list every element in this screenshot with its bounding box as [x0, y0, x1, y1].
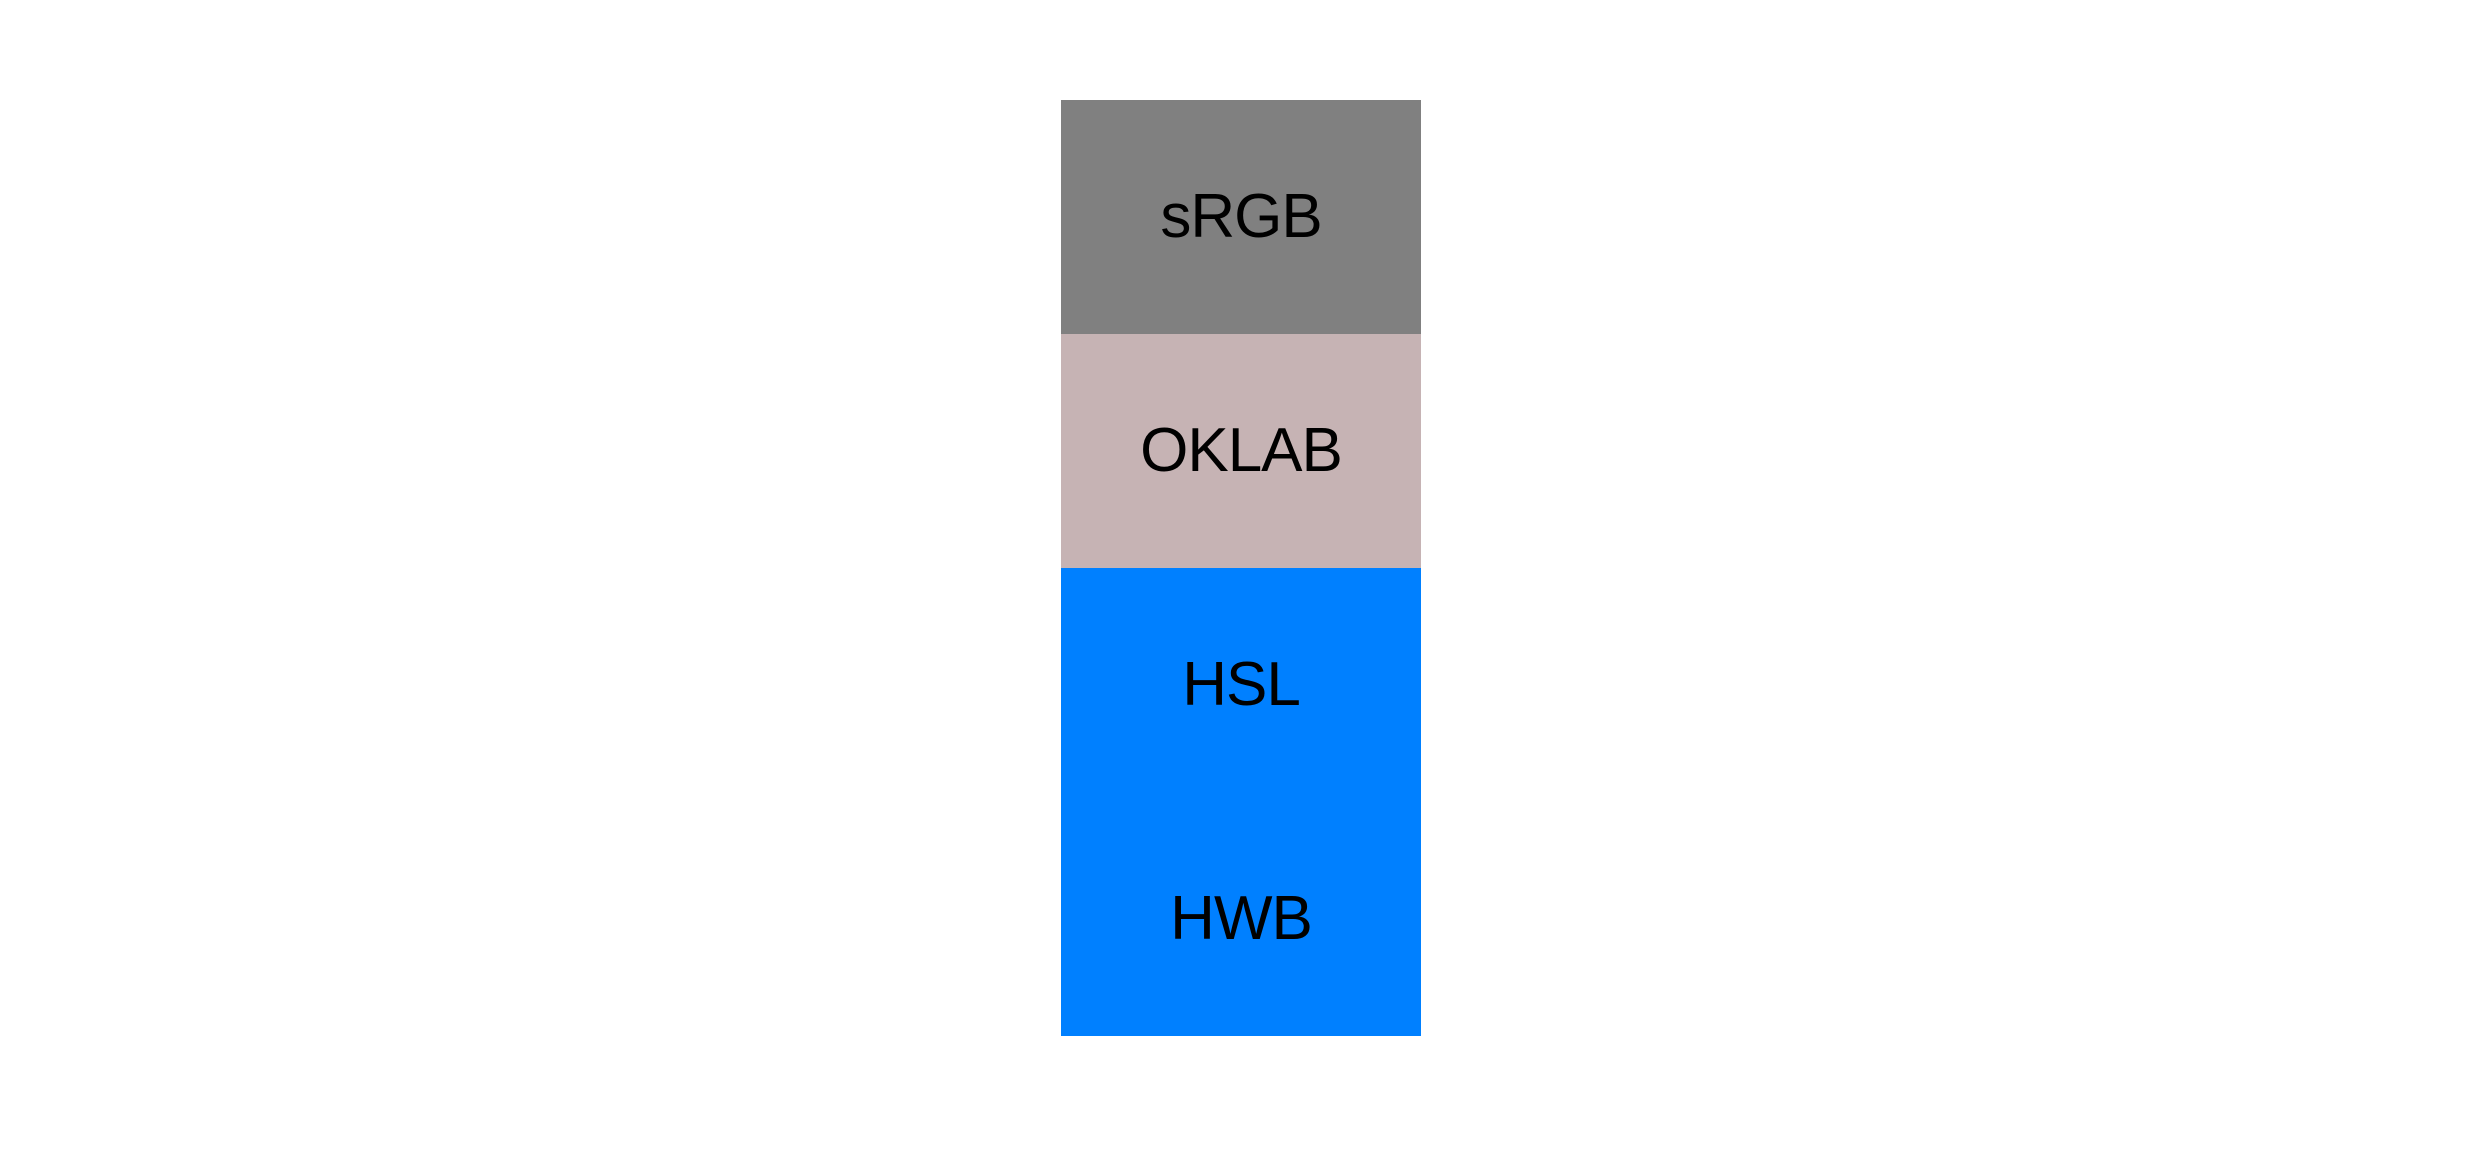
swatch-srgb-label: sRGB [1160, 182, 1322, 251]
swatch-srgb: sRGB [1061, 100, 1421, 334]
color-space-swatch-stack: sRGB OKLAB HSL HWB [1061, 100, 1421, 1036]
swatch-hsl-label: HSL [1182, 650, 1301, 719]
swatch-hwb: HWB [1061, 802, 1421, 1036]
swatch-oklab-label: OKLAB [1140, 416, 1343, 485]
swatch-oklab: OKLAB [1061, 334, 1421, 568]
swatch-hwb-label: HWB [1170, 884, 1313, 953]
swatch-hsl: HSL [1061, 568, 1421, 802]
